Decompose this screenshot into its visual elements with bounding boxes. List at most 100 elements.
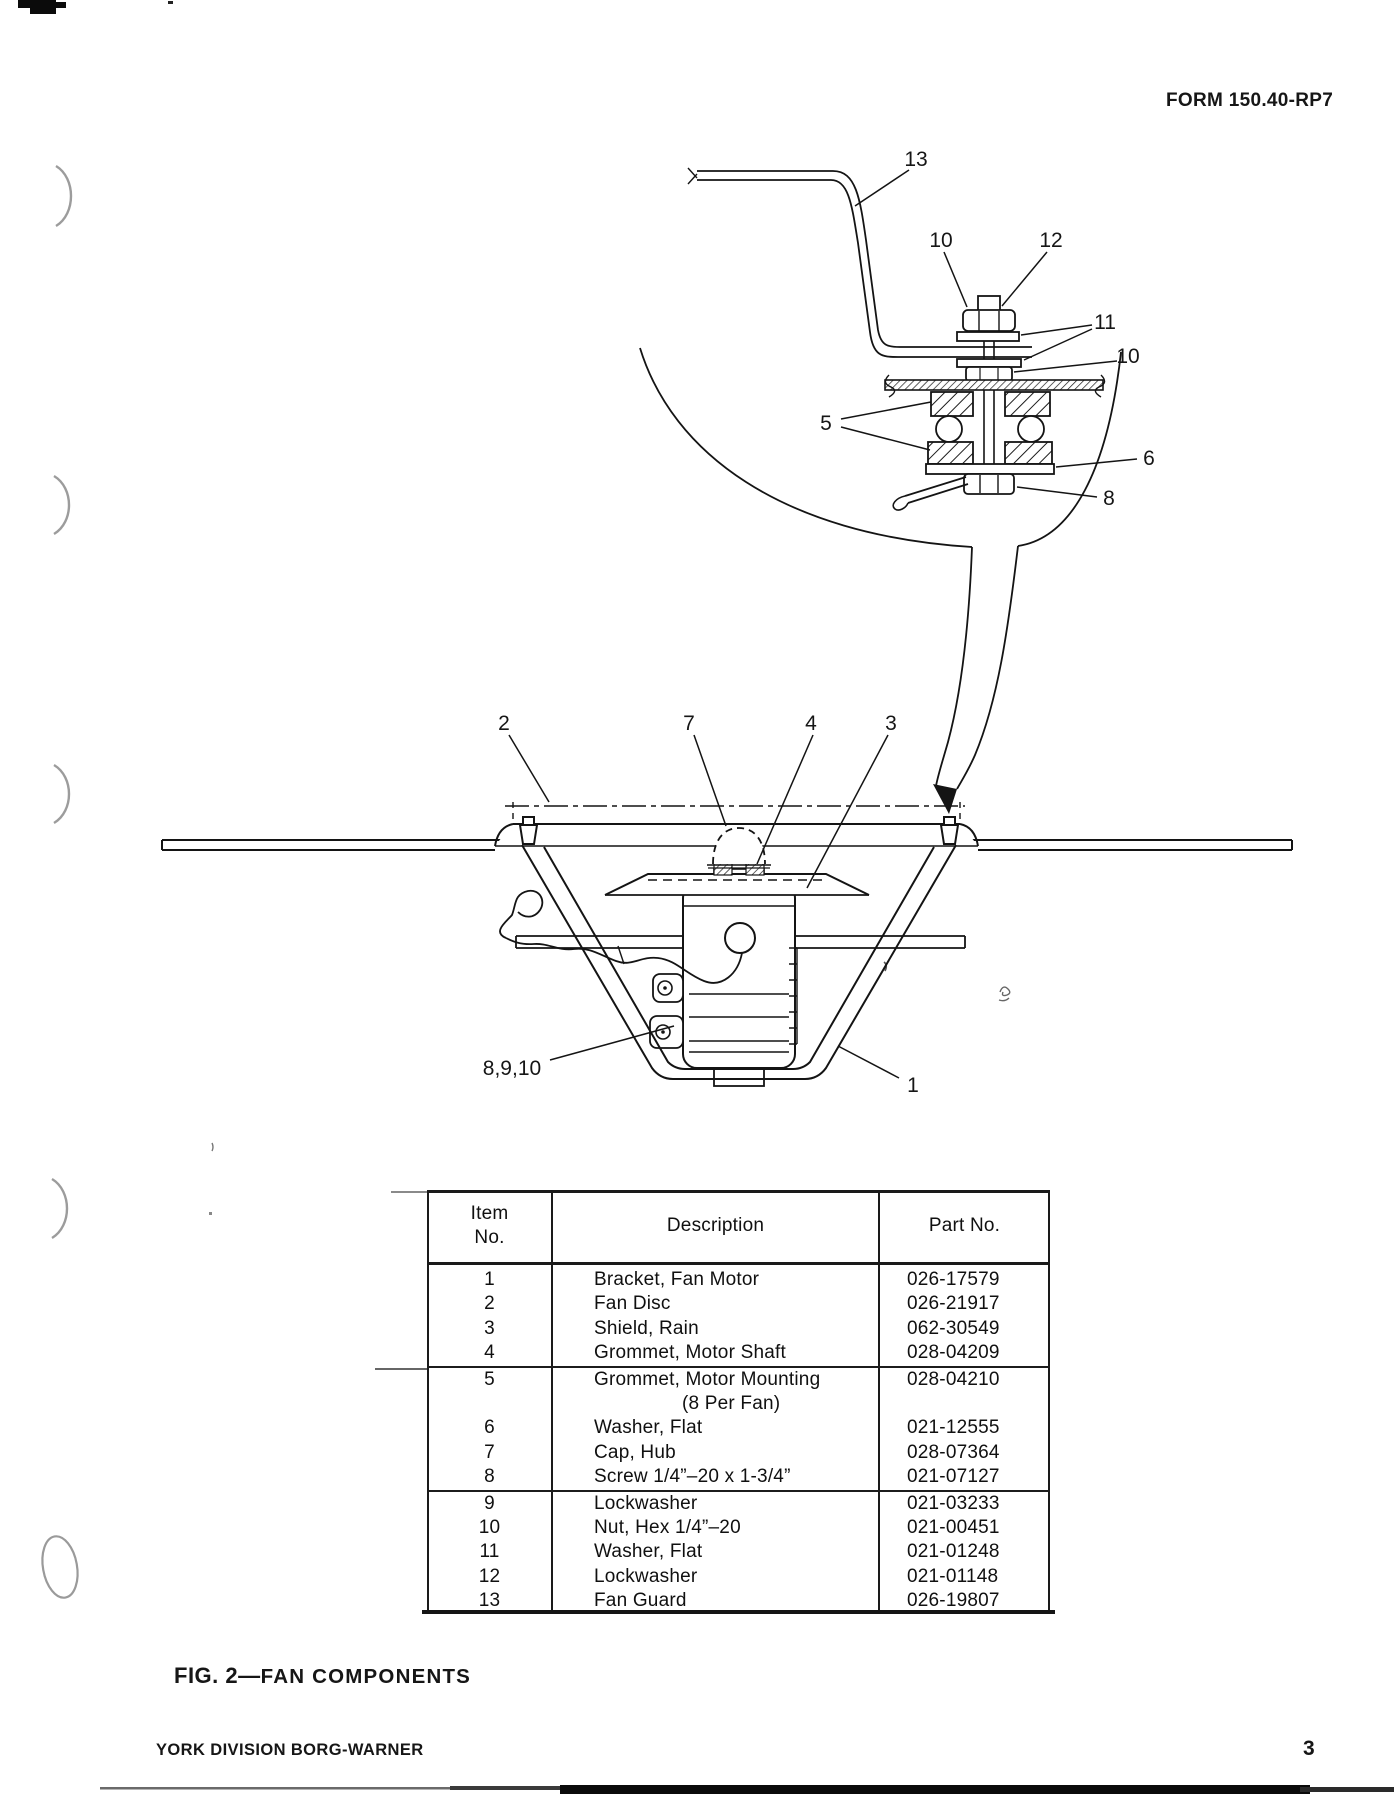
flat-washer — [925, 463, 1055, 475]
cell-part-no: 028-04209 — [907, 1342, 1000, 1364]
table-border-left — [427, 1190, 429, 1610]
disc-mounting-bolt-right — [939, 816, 960, 845]
table-row: 13 Fan Guard 026-19807 — [427, 1589, 1050, 1613]
table-row: 7 Cap, Hub 028-07364 — [427, 1441, 1050, 1465]
scan-artifacts — [18, 0, 1394, 1794]
cell-part-no: 026-19807 — [907, 1590, 1000, 1612]
cell-part-no: 021-01148 — [907, 1565, 999, 1587]
table-border-top — [427, 1190, 1050, 1193]
callout-6: 6 — [1143, 447, 1155, 470]
cell-item-no: 2 — [484, 1293, 495, 1315]
cell-part-no: 021-07127 — [907, 1466, 1000, 1488]
header-item-line1: Item — [470, 1203, 509, 1224]
disc-section-strip — [884, 374, 1106, 398]
callout-5: 5 — [820, 412, 832, 435]
table-divider-1 — [551, 1190, 553, 1610]
cell-description: Grommet, Motor Shaft — [594, 1342, 786, 1364]
callout-7: 7 — [683, 712, 695, 735]
cell-description: Shield, Rain — [594, 1317, 699, 1339]
figure-title: FAN COMPONENTS — [260, 1665, 472, 1688]
fan-guard-bracket — [687, 167, 1032, 358]
header-part-no: Part No. — [879, 1190, 1050, 1262]
cell-item-no: 7 — [484, 1441, 495, 1463]
table-row: 8 Screw 1/4”–20 x 1-3/4” 021-07127 — [427, 1465, 1050, 1489]
cell-item-no: 11 — [479, 1541, 500, 1563]
cell-part-no: 021-03233 — [907, 1492, 1000, 1514]
hub-cap — [707, 827, 771, 866]
cell-description: Washer, Flat — [594, 1541, 703, 1563]
figure-caption: FIG. 2—FAN COMPONENTS — [174, 1663, 471, 1689]
cell-item-no: 12 — [478, 1565, 501, 1587]
table-row: 11 Washer, Flat 021-01248 — [427, 1540, 1050, 1564]
cell-item-no: 4 — [484, 1342, 495, 1364]
cell-description: Lockwasher — [594, 1565, 698, 1587]
scan-dash-top — [391, 1191, 427, 1193]
main-fan-assembly-view — [161, 802, 1293, 1087]
table-header-rule — [427, 1262, 1050, 1265]
callout-4: 4 — [805, 712, 817, 735]
cell-part-no — [879, 1392, 1050, 1416]
cell-part-no: 021-00451 — [907, 1516, 1000, 1538]
mounting-screw — [892, 476, 969, 511]
rain-shield — [604, 873, 870, 896]
cell-description: Grommet, Motor Mounting — [594, 1368, 821, 1390]
table-border-right — [1048, 1190, 1050, 1610]
cell-item-no — [427, 1392, 552, 1416]
cell-item-no: 9 — [484, 1492, 495, 1514]
header-item-line2: No. — [474, 1227, 505, 1248]
cell-description: Cap, Hub — [594, 1441, 676, 1463]
cell-part-no: 021-01248 — [907, 1541, 1000, 1563]
callout-12: 12 — [1039, 229, 1062, 252]
cell-description: Screw 1/4”–20 x 1-3/4” — [594, 1466, 791, 1488]
table-row: 3 Shield, Rain 062-30549 — [427, 1317, 1050, 1341]
callout-8-9-10: 8,9,10 — [483, 1057, 541, 1080]
cell-part-no: 026-17579 — [907, 1269, 1000, 1290]
cell-part-no: 028-07364 — [907, 1441, 1000, 1463]
figure-number: FIG. 2— — [174, 1663, 261, 1688]
cell-part-no: 026-21917 — [907, 1293, 1000, 1315]
header-description: Description — [552, 1190, 879, 1262]
cell-item-no: 13 — [478, 1590, 501, 1612]
guard-mounting-detail — [687, 167, 1106, 511]
table-divider-2 — [878, 1190, 880, 1610]
cell-part-no: 028-04210 — [907, 1368, 1000, 1390]
callout-1: 1 — [907, 1074, 919, 1097]
cell-item-no: 10 — [478, 1516, 501, 1538]
cell-description: (8 Per Fan) — [682, 1392, 781, 1414]
cell-description: Lockwasher — [594, 1492, 698, 1514]
disc-mounting-bolt-left — [518, 816, 539, 845]
callout-10: 10 — [1116, 345, 1139, 368]
cell-item-no: 6 — [484, 1417, 495, 1439]
cell-part-no: 021-12555 — [907, 1417, 1000, 1439]
scan-dash-mid — [375, 1368, 427, 1370]
cell-item-no: 5 — [484, 1368, 495, 1390]
footer-publisher: YORK DIVISION BORG-WARNER — [156, 1741, 424, 1759]
callout-11: 11 — [1094, 311, 1116, 334]
detail-balloon — [639, 347, 1122, 814]
table-row: 12 Lockwasher 021-01148 — [427, 1565, 1050, 1589]
detail-pointer-arrow — [933, 784, 957, 814]
cell-item-no: 3 — [484, 1317, 495, 1339]
table-row: 6 Washer, Flat 021-12555 — [427, 1416, 1050, 1440]
cell-description: Bracket, Fan Motor — [594, 1269, 760, 1290]
cell-description: Washer, Flat — [594, 1417, 703, 1439]
header-part-no-label: Part No. — [928, 1215, 1001, 1236]
motor-wiring — [499, 889, 743, 984]
cell-item-no: 8 — [484, 1466, 495, 1488]
cell-part-no: 062-30549 — [907, 1317, 1000, 1339]
table-border-bottom — [422, 1610, 1055, 1614]
page-number: 3 — [1303, 1737, 1315, 1760]
cell-description: Fan Guard — [594, 1590, 687, 1612]
callout-8: 8 — [1103, 487, 1115, 510]
table-header-row: Item No. Description Part No. — [427, 1190, 1050, 1262]
form-number: FORM 150.40-RP7 — [1166, 90, 1334, 111]
table-row: 5 Grommet, Motor Mounting 028-04210 — [427, 1365, 1050, 1392]
callout-leaders — [508, 169, 1138, 1079]
